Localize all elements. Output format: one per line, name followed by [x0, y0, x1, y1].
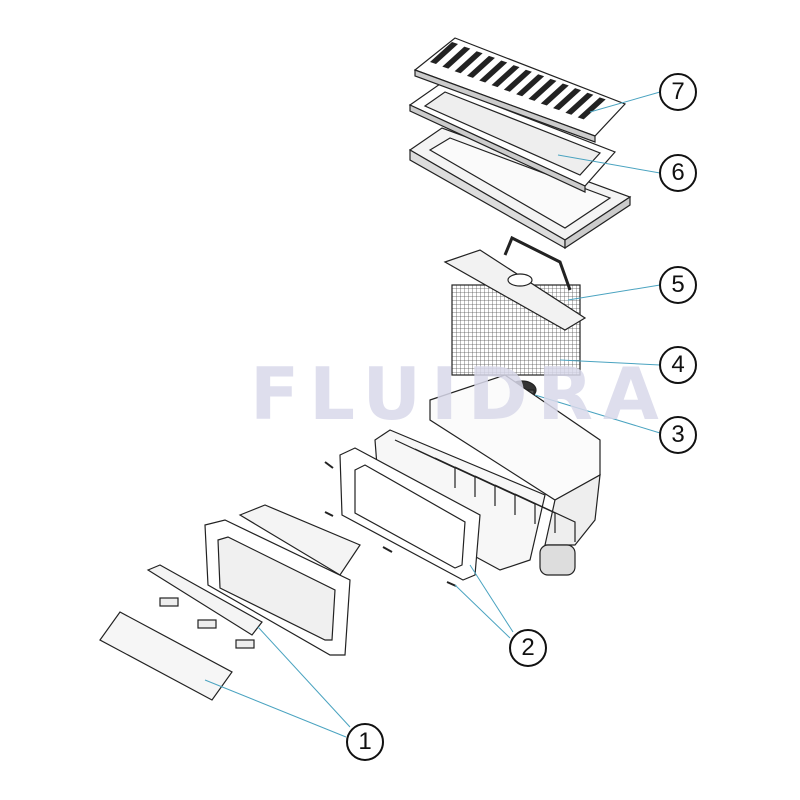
grate-slat: [553, 88, 582, 111]
skimmer-mouth: [204, 504, 361, 656]
callout-3: 3: [659, 416, 697, 454]
skimmer-basket: [443, 235, 587, 376]
body-rib: [514, 493, 576, 542]
grate-slat: [516, 74, 545, 97]
grate-slat: [479, 60, 508, 83]
watermark: FLUIDRA: [250, 352, 669, 436]
skimmer-body: [374, 374, 601, 576]
grate-slat: [430, 42, 458, 64]
lid-base: [408, 127, 632, 250]
callout-6: 6: [659, 154, 697, 192]
callout-1: 1: [346, 723, 384, 761]
grate-slat: [454, 51, 483, 74]
callout-4: 4: [659, 346, 697, 384]
grate-slat: [565, 92, 594, 115]
grate-cover: [413, 37, 627, 143]
grate-slat: [442, 46, 471, 69]
grate-slat: [466, 55, 495, 78]
callout-5: 5: [659, 266, 697, 304]
grate-slat: [503, 69, 532, 92]
callout-2: 2: [509, 629, 547, 667]
lid-frame: [408, 83, 617, 193]
screws: [324, 461, 457, 587]
leader-lines: [204, 91, 661, 738]
grate-slat: [540, 83, 569, 106]
grate-slat: [577, 97, 606, 120]
gasket: [339, 447, 481, 581]
grate-slat: [528, 78, 557, 101]
callout-7: 7: [659, 73, 697, 111]
weir-flap: [99, 564, 263, 701]
grate-slat: [491, 65, 520, 88]
